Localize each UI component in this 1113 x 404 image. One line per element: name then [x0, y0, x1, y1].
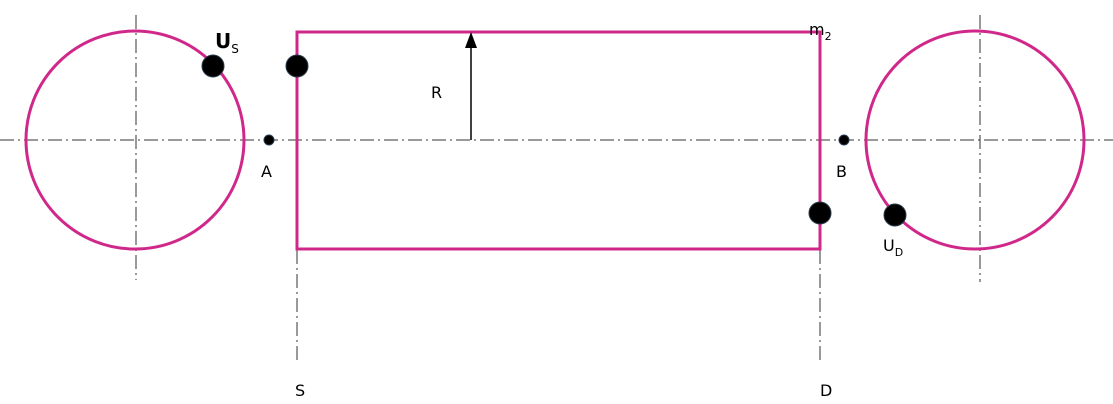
label-us: US: [215, 29, 239, 56]
right-plane-circle: [864, 29, 1086, 251]
label-radius: R: [431, 83, 442, 102]
mass-us-dot: [201, 54, 225, 78]
label-a: A: [261, 162, 272, 181]
mass-ud-dot: [883, 203, 907, 227]
label-m2: m2: [809, 20, 832, 43]
label-ud: UD: [883, 236, 903, 259]
mass-d-plane-dot: [808, 201, 832, 225]
radius-arrow: [465, 32, 477, 140]
mass-s-plane-dot: [285, 54, 309, 78]
point-b-dot: [838, 134, 850, 146]
label-plane-d: D: [820, 381, 832, 400]
point-a-dot: [263, 134, 275, 146]
left-plane-circle: [24, 29, 246, 251]
label-plane-s: S: [295, 381, 305, 400]
rotor-rectangle: [295, 30, 822, 251]
label-b: B: [836, 162, 847, 181]
